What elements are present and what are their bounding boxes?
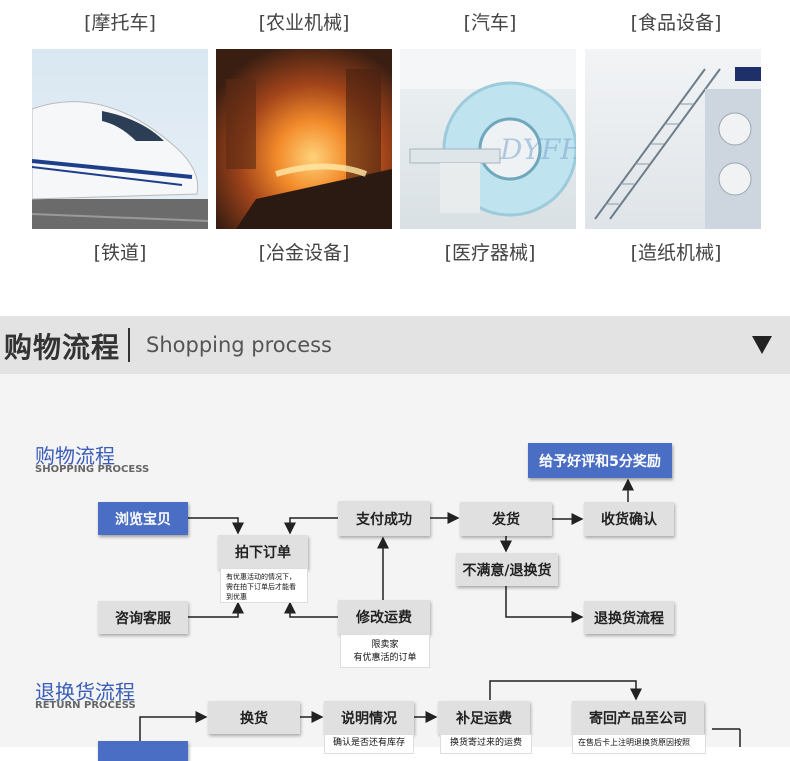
review-reward-button[interactable]: 给予好评和5分奖励 [528,443,672,478]
add-postage-step: 补足运费 [438,701,530,734]
add-postage-note: 换货寄过来的运费 [440,734,532,754]
industry-top-label-1: [农业机械] [258,12,350,34]
process-flow-area [0,374,790,747]
shopping-heading-en: SHOPPING PROCESS [35,464,150,475]
section-title-en: Shopping process [146,333,332,357]
industry-bottom-label-2: [医疗器械] [444,242,536,264]
train-photo [32,49,208,229]
unsatisfied-return-step: 不满意/退换货 [456,553,558,586]
triangle-down-icon[interactable] [752,336,772,354]
industry-top-label-0: [摩托车] [84,12,156,34]
exchange-step: 换货 [208,701,300,734]
return-flow-step: 退换货流程 [584,601,674,634]
industry-top-label-2: [汽车] [463,12,517,34]
metallurgy-photo [216,49,392,229]
explain-situation-step: 说明情况 [324,701,414,734]
industry-bottom-label-1: [冶金设备] [258,242,350,264]
return-heading-cn: 退换货流程 [35,680,135,704]
industry-top-label-3: [食品设备] [630,12,722,34]
receipt-confirm-step: 收货确认 [584,502,674,536]
payment-success-step: 支付成功 [338,501,430,536]
return-start-button[interactable] [98,741,188,761]
title-divider [128,328,130,362]
send-back-step: 寄回产品至公司 [572,701,704,734]
return-heading-en: RETURN PROCESS [35,700,136,711]
modify-postage-note: 限卖家 有优惠活的订单 [340,634,430,668]
explain-situation-note: 确认是否还有库存 [324,734,414,754]
watermark-text: DYFH [499,133,576,166]
browse-items-button[interactable]: 浏览宝贝 [98,502,188,535]
industry-bottom-label-0: [铁道] [93,242,147,264]
send-back-note: 在售后卡上注明退换货原因按照 [572,734,706,754]
paper-machine-photo [585,49,761,229]
place-order-note: 有优惠活动的情况下，需在拍下订单后才能看到优惠 [220,568,308,603]
shipping-step: 发货 [460,502,552,536]
modify-postage-step: 修改运费 [338,600,430,634]
section-title-cn: 购物流程 [4,331,121,364]
shopping-process-header: 购物流程 Shopping process [0,316,790,374]
mri-scanner-photo: DYFH [400,49,576,229]
industry-bottom-label-3: [造纸机械] [630,242,722,264]
place-order-step: 拍下订单 [218,535,308,569]
consult-service-button[interactable]: 咨询客服 [98,601,188,634]
shopping-heading-cn: 购物流程 [35,444,115,468]
